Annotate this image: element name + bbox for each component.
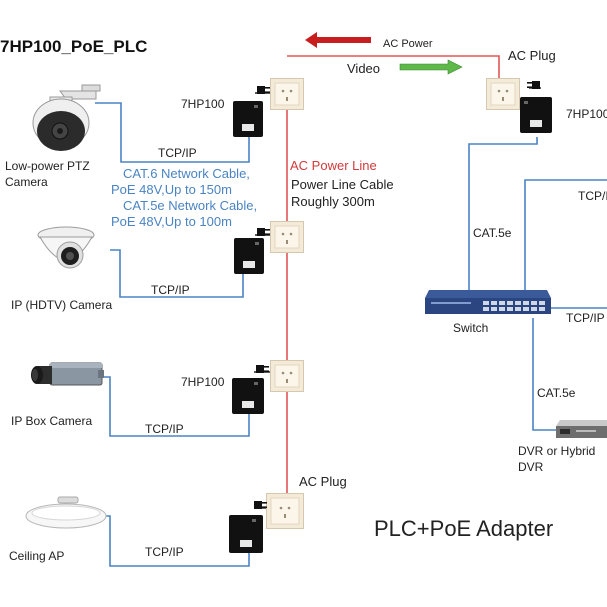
tcpip-label-2: TCP/IP xyxy=(151,283,190,297)
cable-spec-line-2: PoE 48V,Up to 150m xyxy=(111,182,232,197)
wall-socket-icon xyxy=(270,221,304,253)
adapter-label-3: 7HP100 xyxy=(181,375,225,389)
adapter-label-right: 7HP100 xyxy=(566,107,607,121)
network-cable-right-top xyxy=(524,179,607,297)
ptz-camera-icon xyxy=(32,84,101,151)
network-cable-box xyxy=(100,376,250,437)
cat5e-label-left: CAT.5e xyxy=(473,226,512,240)
wall-socket-icon xyxy=(270,78,304,110)
ac-power-arrow-icon xyxy=(305,32,371,48)
footer-title: PLC+PoE Adapter xyxy=(374,516,554,541)
switch-label: Switch xyxy=(453,321,489,335)
dvr-label-1: DVR or Hybrid xyxy=(518,444,596,458)
power-line-length-label: Roughly 300m xyxy=(291,194,375,209)
ac-power-line-label: AC Power Line xyxy=(290,158,377,173)
poe-adapter-icon xyxy=(232,378,264,414)
camera-label-dome: IP (HDTV) Camera xyxy=(11,298,113,312)
tcpip-label-3: TCP/IP xyxy=(145,422,184,436)
power-plug-icon xyxy=(256,365,269,373)
network-cable-ap xyxy=(100,515,250,567)
power-plug-icon xyxy=(254,501,267,509)
dvr-icon xyxy=(556,420,607,438)
legend-ac-power-label: AC Power xyxy=(383,38,433,50)
ceiling-ap-icon xyxy=(25,496,107,529)
network-cable-dome xyxy=(110,249,244,298)
cable-spec-line-4: PoE 48V,Up to 100m xyxy=(111,214,232,229)
camera-label-box: IP Box Camera xyxy=(11,414,93,428)
power-plug-icon xyxy=(257,228,270,236)
tcpip-label-4: TCP/IP xyxy=(145,545,184,559)
page-title: 7HP100_PoE_PLC xyxy=(0,37,148,56)
adapter-label-1: 7HP100 xyxy=(181,97,225,111)
switch-icon xyxy=(425,290,551,314)
poe-adapter-icon xyxy=(520,97,552,133)
cable-spec-line-3: CAT.5e Network Cable, xyxy=(123,198,258,213)
cable-spec-line-1: CAT.6 Network Cable, xyxy=(123,166,250,181)
wall-socket-icon xyxy=(270,360,304,392)
poe-adapter-icon xyxy=(229,515,263,553)
wall-socket-icon xyxy=(266,493,304,529)
camera-label-ptz-2: Camera xyxy=(5,175,48,189)
tcpip-label-right: TCP/IP xyxy=(566,311,605,325)
poe-adapter-icon xyxy=(233,101,263,137)
video-arrow-icon xyxy=(399,59,463,75)
ac-plug-label-bottom: AC Plug xyxy=(299,474,347,489)
camera-label-ap: Ceiling AP xyxy=(9,549,65,563)
tcpip-label-1: TCP/IP xyxy=(158,146,197,160)
power-line-cable-label: Power Line Cable xyxy=(291,177,394,192)
camera-label-ptz-1: Low-power PTZ xyxy=(5,159,90,173)
tcpip-label-right-top: TCP/IP xyxy=(578,189,607,203)
legend-video-label: Video xyxy=(347,61,381,76)
power-line xyxy=(286,55,500,520)
dome-camera-icon xyxy=(37,226,95,269)
network-cable-dvr xyxy=(532,318,556,431)
ac-plug-label-top: AC Plug xyxy=(508,48,556,63)
poe-adapter-icon xyxy=(234,238,264,274)
wall-socket-icon xyxy=(486,78,520,110)
network-cable-switch-up xyxy=(468,137,538,292)
network-cable-ptz xyxy=(95,102,250,163)
power-plug-icon xyxy=(257,86,270,94)
power-plug-icon xyxy=(527,81,540,89)
cat5e-label-dvr: CAT.5e xyxy=(537,386,576,400)
dvr-label-2: DVR xyxy=(518,460,544,474)
box-camera-icon xyxy=(31,362,104,386)
